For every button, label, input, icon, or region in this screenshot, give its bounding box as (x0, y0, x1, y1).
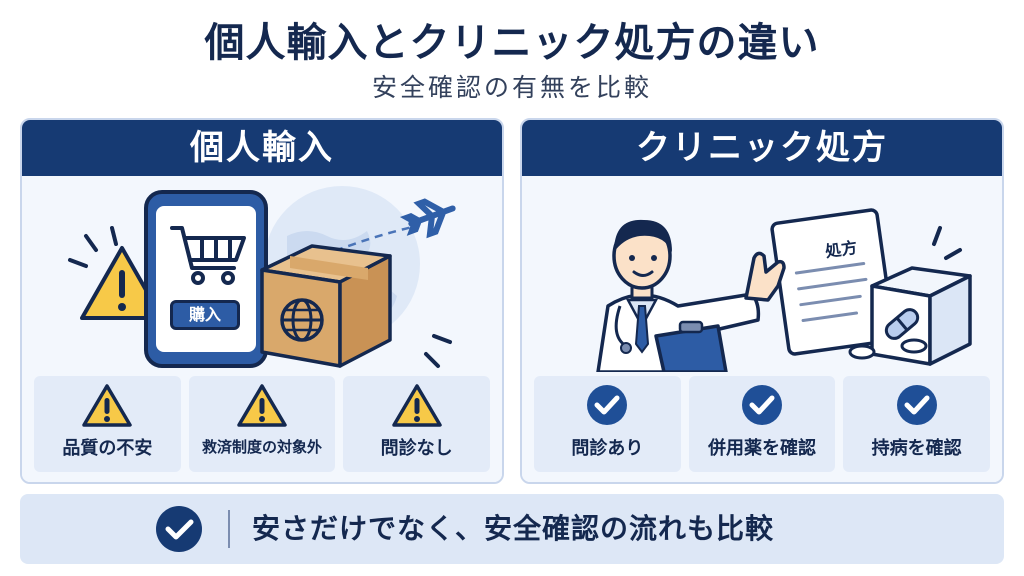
prescription-document-icon (770, 208, 896, 356)
check-card-consultation: 問診あり (534, 376, 681, 472)
check-card-concomitant-drugs: 併用薬を確認 (688, 376, 836, 472)
personal-import-risk-list: 品質の不安 救済制度の対象外 問診なし (34, 376, 491, 472)
check-circle-icon (896, 385, 937, 425)
smartphone-icon (144, 190, 268, 368)
personal-import-heading: 個人輸入 (22, 120, 502, 176)
warning-icon (237, 384, 287, 427)
shopping-cart-icon (170, 226, 246, 285)
check-circle-icon (587, 385, 628, 425)
check-card-label: 問診あり (571, 438, 644, 459)
divider (228, 510, 230, 548)
check-circle-icon (742, 385, 782, 425)
buy-button-label: 購入 (188, 305, 221, 324)
page-subtitle: 安全確認の有無を比較 (371, 73, 652, 102)
risk-card-label: 品質の不安 (62, 438, 153, 459)
check-card-label: 持病を確認 (871, 438, 962, 459)
risk-card-no-consultation: 問診なし (343, 376, 491, 472)
warning-icon (80, 246, 164, 320)
personal-import-illustration (68, 186, 456, 368)
buy-button[interactable]: 購入 (170, 300, 240, 330)
airplane-icon (399, 198, 456, 239)
clinic-illustration (596, 208, 972, 372)
summary-message: 安さだけでなく、安全確認の流れも比較 (252, 512, 775, 545)
risk-card-label: 問診なし (380, 438, 453, 459)
warning-icon (391, 384, 442, 427)
check-card-chronic-illness: 持病を確認 (843, 376, 991, 472)
page-title: 個人輸入とクリニック処方の違い (204, 20, 820, 66)
risk-card-relief-system: 救済制度の対象外 (188, 376, 336, 472)
check-card-label: 併用薬を確認 (708, 438, 816, 459)
clinic-prescription-heading: クリニック処方 (522, 120, 1002, 176)
warning-icon (82, 384, 133, 427)
clinic-check-list: 問診あり 併用薬を確認 持病を確認 (534, 376, 991, 472)
clinic-prescription-panel: クリニック処方 (520, 118, 1004, 484)
risk-card-quality: 品質の不安 (34, 376, 181, 472)
personal-import-panel: 個人輸入 (20, 118, 504, 484)
clipboard-icon (654, 320, 728, 372)
summary-banner: 安さだけでなく、安全確認の流れも比較 (20, 494, 1004, 564)
clinic-prescription-body: 処方 問診あり 併用薬を確認 (522, 176, 1002, 482)
risk-card-label: 救済制度の対象外 (202, 438, 323, 456)
medicine-box-icon (848, 266, 972, 366)
parcel-box-icon (260, 244, 392, 368)
doctor-illustration (596, 219, 786, 372)
check-circle-icon (156, 506, 202, 552)
personal-import-body: 購入 品質の不安 救済制度の対象外 (22, 176, 502, 482)
